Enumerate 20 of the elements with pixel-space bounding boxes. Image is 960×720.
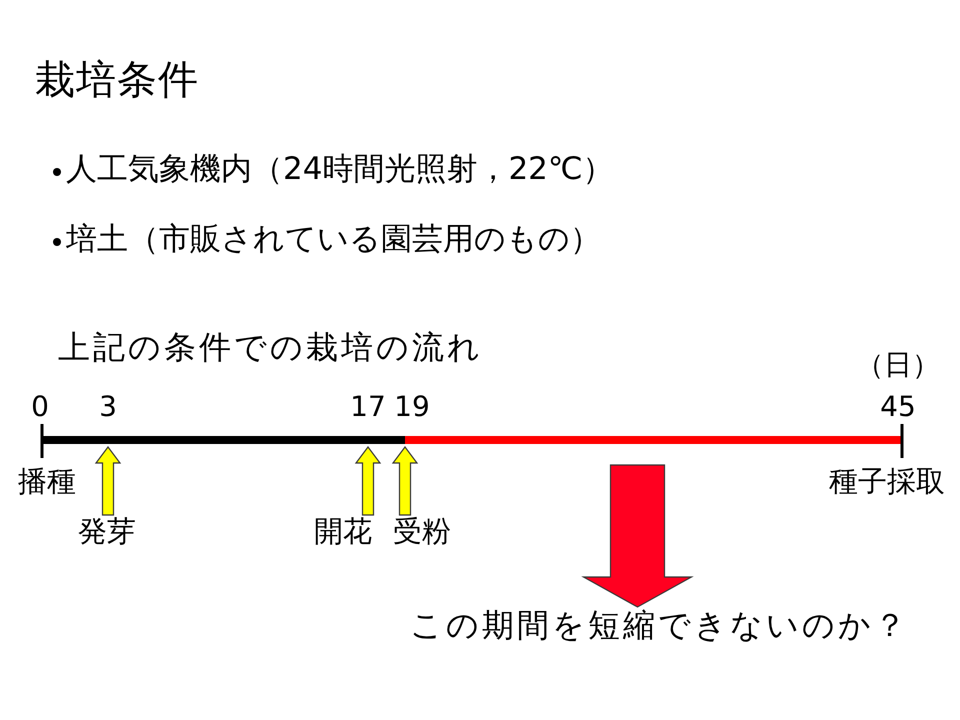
arrow xyxy=(392,446,418,516)
tick-label: 0 xyxy=(31,392,49,423)
milestone-label: 種子採取 xyxy=(829,466,945,498)
event-label: 受粉 xyxy=(393,516,451,548)
arrow xyxy=(354,446,382,516)
bullet-text: 培土（市販されている園芸用のもの） xyxy=(66,222,601,256)
slide-title: 栽培条件 xyxy=(35,58,199,102)
tick-label: 45 xyxy=(880,392,916,423)
unit-label: （日） xyxy=(856,350,940,381)
arrow xyxy=(94,446,122,516)
tick-label: 3 xyxy=(99,392,117,423)
tick-label: 19 xyxy=(394,392,430,423)
milestone-label: 播種 xyxy=(18,466,76,498)
question-text: この期間を短縮できないのか？ xyxy=(410,608,909,644)
bullet-text: 人工気象機内（24時間光照射，22℃） xyxy=(66,152,614,186)
tick-label: 17 xyxy=(350,392,386,423)
arrow xyxy=(581,464,694,608)
event-label: 発芽 xyxy=(78,516,136,548)
event-label: 開花 xyxy=(314,516,372,548)
section-heading: 上記の条件での栽培の流れ xyxy=(58,330,483,366)
